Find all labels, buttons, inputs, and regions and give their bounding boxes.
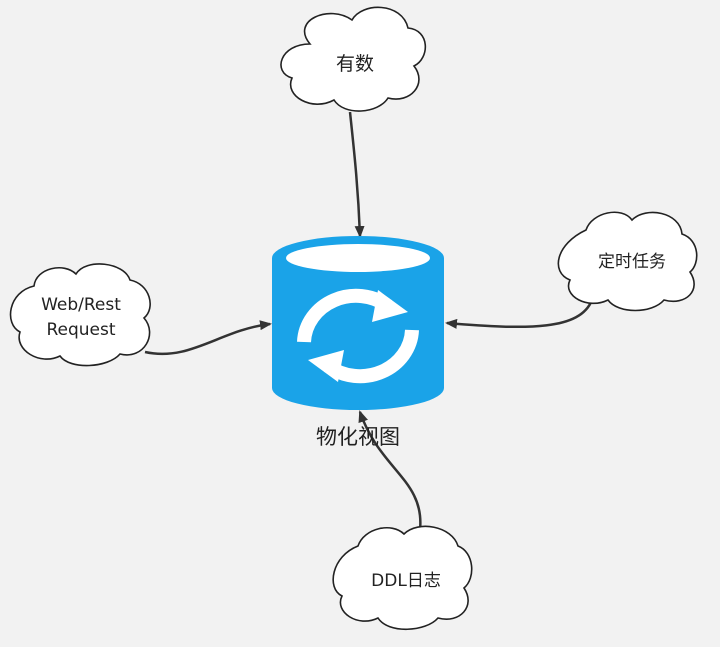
edge-right-to-view	[445, 299, 594, 329]
cloud-shape	[280, 6, 427, 112]
cloud-bottom: DDL日志	[332, 525, 473, 630]
cloud-shape	[9, 263, 151, 367]
cloud-top: 有数	[280, 6, 427, 112]
cloud-shape	[332, 525, 473, 630]
edge-bottom-to-view	[358, 410, 422, 531]
edge-top-to-view	[348, 111, 365, 238]
cloud-label-left-line2: Request	[46, 320, 115, 340]
cloud-right: 定时任务	[557, 211, 698, 312]
cloud-label-left-line1: Web/Rest	[41, 295, 121, 315]
edges	[144, 111, 594, 531]
cloud-label-bottom: DDL日志	[371, 571, 441, 591]
database-top-ellipse	[286, 244, 430, 272]
cloud-label-top: 有数	[336, 53, 374, 75]
edge-left-to-view	[144, 320, 272, 356]
refresh-cycle-icon	[297, 288, 419, 384]
materialized-view-label: 物化视图	[316, 425, 400, 449]
cloud-left: Web/Rest Request	[9, 263, 151, 367]
materialized-view-node: 物化视图	[272, 236, 444, 449]
cloud-shape	[557, 211, 698, 312]
cloud-label-right: 定时任务	[598, 252, 666, 272]
